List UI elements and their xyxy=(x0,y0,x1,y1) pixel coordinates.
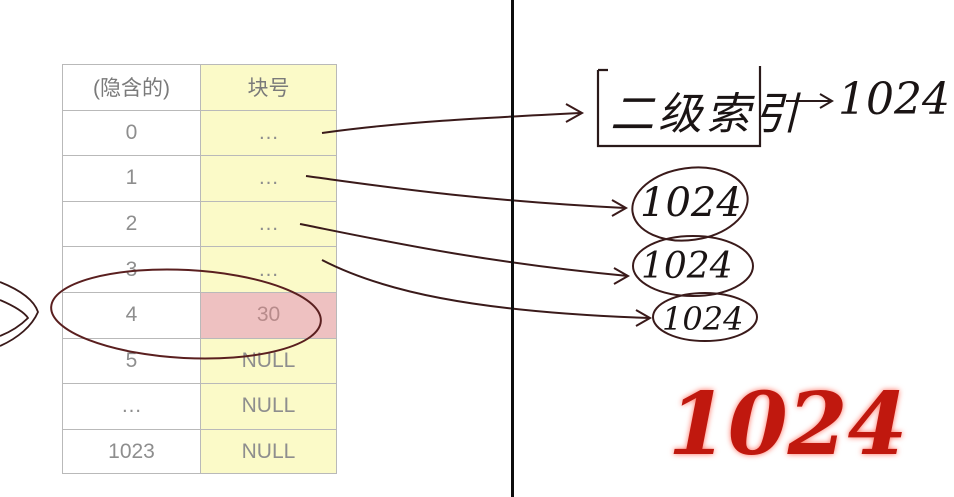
circled-count-2: 1024 xyxy=(641,246,733,287)
table-row-block: 30 xyxy=(200,292,337,338)
table-header-block-number: 块号 xyxy=(200,64,337,110)
table-row-index: 4 xyxy=(62,292,200,338)
table-row-index: 0 xyxy=(62,109,200,156)
table-row-block: … xyxy=(200,200,337,247)
table-row-block: NULL xyxy=(200,383,337,429)
circle-row-4 xyxy=(50,268,322,360)
arrow-row-1 xyxy=(305,175,626,209)
secondary-index-label: 二级索引 xyxy=(610,89,802,140)
table-row-block: … xyxy=(200,109,337,156)
table-row-block: NULL xyxy=(200,428,337,475)
arrowhead-row-3 xyxy=(635,309,653,327)
arrow-row-2 xyxy=(299,223,629,277)
left-strokes xyxy=(0,281,39,347)
arrowhead-row-2 xyxy=(613,267,631,285)
emphasis-value: 1024 xyxy=(668,374,908,475)
table-row-index: … xyxy=(62,383,200,429)
arrowhead-row-1 xyxy=(611,199,629,217)
table-row-block: … xyxy=(200,246,337,292)
circle-1024-b xyxy=(632,235,754,297)
arrowhead-row-0 xyxy=(565,103,585,123)
table-row-index: 5 xyxy=(62,337,200,384)
circle-1024-c xyxy=(652,292,758,342)
circled-count-1: 1024 xyxy=(640,180,742,226)
circle-1024-a xyxy=(631,166,749,242)
circled-count-3: 1024 xyxy=(662,300,744,338)
table-row-index: 2 xyxy=(62,200,200,247)
table-header-implicit: (隐含的) xyxy=(62,64,200,110)
secondary-index-box xyxy=(596,66,762,148)
table-row-index: 1 xyxy=(62,155,200,201)
table-row-index: 1023 xyxy=(62,428,200,475)
arrowhead-box-out xyxy=(819,93,834,109)
table-row-index: 3 xyxy=(62,246,200,292)
board-divider xyxy=(511,0,514,497)
arrow-row-3 xyxy=(321,259,651,319)
arrow-row-0 xyxy=(321,112,581,134)
secondary-index-count: 1024 xyxy=(838,74,950,125)
table-row-block: NULL xyxy=(200,337,337,384)
